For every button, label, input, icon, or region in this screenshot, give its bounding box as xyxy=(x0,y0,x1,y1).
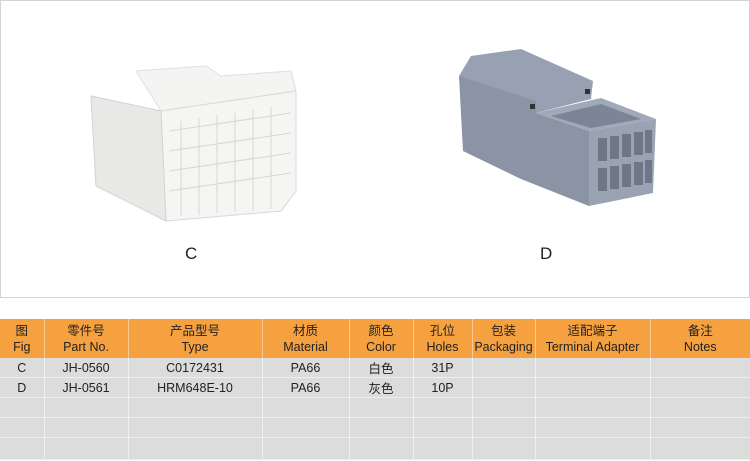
table-cell: 31P xyxy=(413,358,473,378)
table-cell: C xyxy=(0,358,45,378)
table-cell xyxy=(0,437,45,460)
table-cell xyxy=(128,397,263,418)
connector-c-image xyxy=(90,65,297,222)
table-cell xyxy=(650,437,750,460)
table-cell xyxy=(535,437,651,460)
table-cell xyxy=(262,417,350,438)
header-zh: 零件号 xyxy=(67,323,105,338)
table-cell xyxy=(128,437,263,460)
table-cell: D xyxy=(0,377,45,398)
product-image-panel: C D xyxy=(0,0,750,298)
table-cell xyxy=(535,377,651,398)
header-en: Fig xyxy=(13,339,31,354)
table-cell xyxy=(262,397,350,418)
table-cell xyxy=(128,417,263,438)
table-cell xyxy=(413,417,473,438)
table-row xyxy=(0,437,750,460)
header-zh: 材质 xyxy=(292,323,318,338)
table-cell xyxy=(44,397,129,418)
header-en: Packaging xyxy=(474,339,533,354)
table-cell xyxy=(535,417,651,438)
header-en: Material xyxy=(283,339,328,354)
table-cell xyxy=(535,358,651,378)
table-cell xyxy=(650,377,750,398)
header-zh: 颜色 xyxy=(368,323,394,338)
table-cell: JH-0561 xyxy=(44,377,129,398)
table-cell xyxy=(472,397,536,418)
table-row xyxy=(0,397,750,418)
terminal-holes xyxy=(598,130,652,191)
table-cell xyxy=(650,358,750,378)
table-cell xyxy=(349,417,414,438)
header-zh: 图 xyxy=(15,323,28,338)
table-cell xyxy=(650,397,750,418)
header-en: Notes xyxy=(683,339,717,354)
header-en: Terminal Adapter xyxy=(545,339,640,354)
table-cell: C0172431 xyxy=(128,358,263,378)
table-cell xyxy=(413,437,473,460)
header-zh: 适配端子 xyxy=(567,323,618,338)
header-en: Color xyxy=(366,339,396,354)
header-zh: 产品型号 xyxy=(169,323,220,338)
header-en: Type xyxy=(181,339,209,354)
table-cell: PA66 xyxy=(262,358,350,378)
table-cell xyxy=(262,437,350,460)
connector-d-image xyxy=(459,49,656,206)
table-cell: 10P xyxy=(413,377,473,398)
header-en: Part No. xyxy=(63,339,109,354)
table-cell xyxy=(472,437,536,460)
table-cell xyxy=(472,377,536,398)
table-cell: 白色 xyxy=(349,358,414,378)
table-cell xyxy=(44,437,129,460)
table-cell: HRM648E-10 xyxy=(128,377,263,398)
table-cell xyxy=(650,417,750,438)
header-zh: 备注 xyxy=(687,323,713,338)
table-cell xyxy=(0,397,45,418)
table-cell xyxy=(472,358,536,378)
table-cell xyxy=(413,397,473,418)
table-cell: PA66 xyxy=(262,377,350,398)
table-row xyxy=(0,417,750,438)
table-cell: 灰色 xyxy=(349,377,414,398)
figure-label-c: C xyxy=(185,244,198,263)
table-cell xyxy=(535,397,651,418)
header-zh: 包装 xyxy=(490,323,516,338)
table-cell xyxy=(44,417,129,438)
table-cell xyxy=(349,397,414,418)
table-cell xyxy=(349,437,414,460)
table-cell: JH-0560 xyxy=(44,358,129,378)
header-en: Holes xyxy=(426,339,459,354)
table-cell xyxy=(0,417,45,438)
header-zh: 孔位 xyxy=(429,323,455,338)
figure-label-d: D xyxy=(540,244,553,263)
table-cell xyxy=(472,417,536,438)
